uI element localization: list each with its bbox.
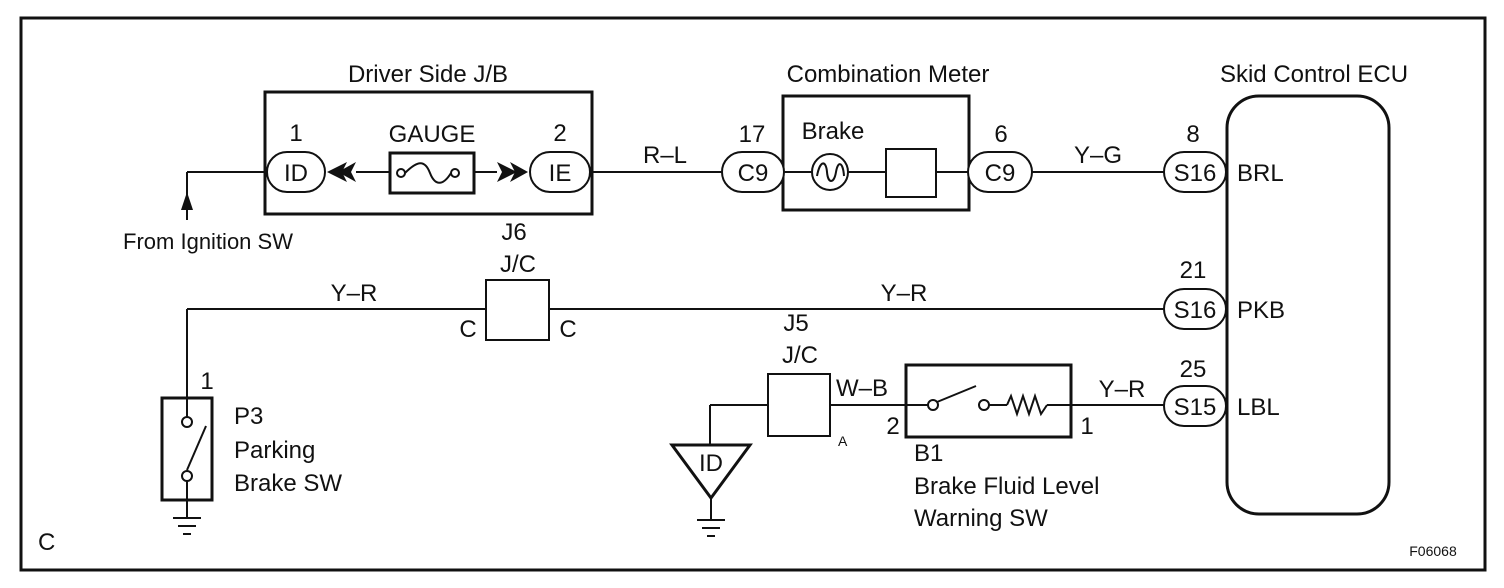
parking-sw-name-line1: Parking <box>234 437 315 464</box>
diagram-frame <box>19 16 1487 572</box>
wire-wb-label: W–B <box>836 375 888 402</box>
wire-rl-label: R–L <box>643 142 687 169</box>
j5-type: J/C <box>782 342 818 369</box>
connector-arrow-left-icon <box>327 162 356 182</box>
corner-label: C <box>38 529 55 556</box>
fluid-sw-name-line1: Brake Fluid Level <box>914 473 1099 500</box>
connector-s16-pkb-label: S16 <box>1174 297 1217 324</box>
wire-yr-right-label: Y–R <box>1099 376 1146 403</box>
j5-id: J5 <box>783 310 808 337</box>
resistor-icon <box>1006 392 1048 418</box>
ecu-terminal-pkb-pin: 21 <box>1180 257 1207 284</box>
brake-lamp-icon <box>811 153 849 191</box>
ecu-terminal-lbl-name: LBL <box>1237 394 1280 421</box>
meter-right-pin: 6 <box>994 121 1007 148</box>
j5-pin: A <box>838 433 848 449</box>
meter-component-box <box>885 148 937 198</box>
wire-yr-mid-label: Y–R <box>881 280 928 307</box>
fluid-sw-left-pin: 2 <box>886 413 899 440</box>
fluid-level-switch-icon <box>906 385 1007 411</box>
combination-meter-title: Combination Meter <box>787 61 990 88</box>
gauge-fuse-label: GAUGE <box>389 121 476 148</box>
connector-id-label: ID <box>284 160 308 187</box>
connector-s15-lbl-label: S15 <box>1174 394 1217 421</box>
fluid-sw-id: B1 <box>914 440 943 467</box>
driver-jb-left-pin: 1 <box>289 120 302 147</box>
parking-sw-name-line2: Brake SW <box>234 470 342 497</box>
fluid-sw-name-line2: Warning SW <box>914 505 1048 532</box>
id-ground-connector-label: ID <box>699 450 723 477</box>
ground-icon-parking <box>173 517 201 535</box>
fluid-sw-box <box>904 363 1073 439</box>
ecu-terminal-pkb-name: PKB <box>1237 297 1285 324</box>
ignition-label: From Ignition SW <box>123 229 293 254</box>
connector-c9-right-label: C9 <box>985 160 1016 187</box>
parking-sw-id: P3 <box>234 403 263 430</box>
driver-jb-right-pin: 2 <box>553 120 566 147</box>
parking-sw-pin: 1 <box>200 368 213 395</box>
ground-icon-fluid <box>697 519 725 537</box>
figure-code: F06068 <box>1409 543 1457 559</box>
parking-brake-switch-icon <box>181 398 207 500</box>
j6-right-pin: C <box>559 316 576 343</box>
ecu-terminal-brl-name: BRL <box>1237 160 1284 187</box>
wire-yr-left-label: Y–R <box>331 280 378 307</box>
j6-junction-box <box>485 279 550 341</box>
combination-meter-box <box>781 94 971 212</box>
connector-arrow-right-icon <box>497 162 528 182</box>
id-ground-connector <box>669 443 753 501</box>
wire-yg-label: Y–G <box>1074 142 1122 169</box>
gauge-fuse-icon <box>388 151 476 195</box>
driver-jb-box <box>263 90 594 216</box>
j6-left-pin: C <box>459 316 476 343</box>
j5-junction-box <box>767 373 831 437</box>
connector-s16-brl <box>1163 151 1227 193</box>
ecu-box <box>1225 94 1391 516</box>
ecu-terminal-lbl-pin: 25 <box>1180 356 1207 383</box>
connector-ie-label: IE <box>549 160 572 187</box>
connector-c9-left-label: C9 <box>738 160 769 187</box>
brake-lamp-label: Brake <box>802 118 865 145</box>
j6-id: J6 <box>501 219 526 246</box>
meter-left-pin: 17 <box>739 121 766 148</box>
ignition-arrow-icon <box>181 192 193 210</box>
connector-s16-brl-label: S16 <box>1174 160 1217 187</box>
ecu-title: Skid Control ECU <box>1220 61 1408 88</box>
fluid-sw-right-pin: 1 <box>1080 413 1093 440</box>
driver-jb-title: Driver Side J/B <box>348 61 508 88</box>
j6-type: J/C <box>500 251 536 278</box>
ecu-terminal-brl-pin: 8 <box>1186 121 1199 148</box>
